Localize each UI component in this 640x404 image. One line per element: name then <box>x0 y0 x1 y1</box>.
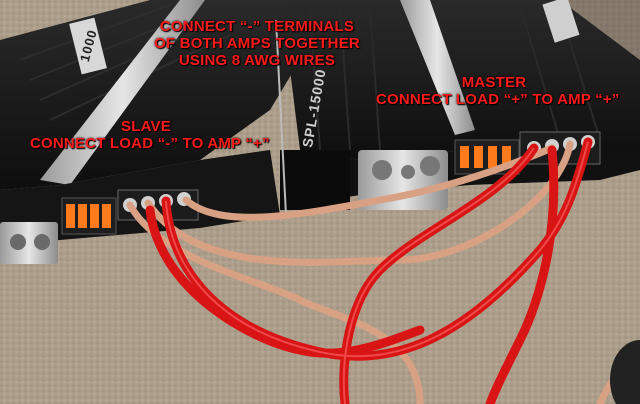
master-fuse-bank <box>454 139 520 175</box>
slave-power-terminal <box>0 222 58 264</box>
top-annotation-line-2: OF BOTH AMPS TOGETHER <box>154 35 360 52</box>
top-annotation-line-1: CONNECT “-” TERMINALS <box>159 18 355 35</box>
master-amp-side <box>280 150 350 210</box>
master-amp-trim <box>400 0 475 135</box>
top-annotation: CONNECT “-” TERMINALS OF BOTH AMPS TOGET… <box>152 18 362 69</box>
slave-annotation: SLAVE CONNECT LOAD “-” TO AMP “+” <box>30 118 270 152</box>
slave-instruction: CONNECT LOAD “-” TO AMP “+” <box>30 135 270 152</box>
top-annotation-line-3: USING 8 AWG WIRES <box>178 52 336 69</box>
slave-title: SLAVE <box>121 118 171 135</box>
master-instruction: CONNECT LOAD “+” TO AMP “+” <box>376 91 620 108</box>
slave-amp-trim <box>40 0 205 185</box>
floor-object <box>610 340 640 404</box>
master-annotation: MASTER CONNECT LOAD “+” TO AMP “+” <box>376 74 620 108</box>
bridge-jumper-wire <box>275 19 287 216</box>
slave-amp-logo-plate <box>69 17 107 75</box>
red-wire-highlights <box>165 141 589 404</box>
slave-fuse-bank <box>61 197 117 235</box>
master-amp-logo-plate <box>542 0 580 43</box>
master-title: MASTER <box>461 74 527 91</box>
master-power-terminal <box>358 150 448 210</box>
